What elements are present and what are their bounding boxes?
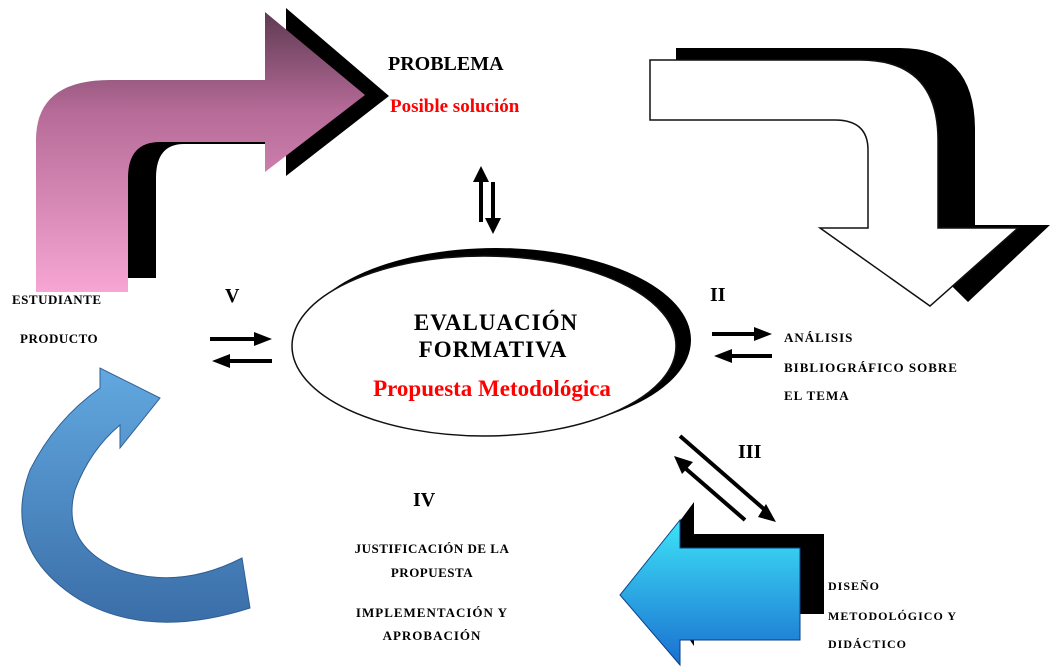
stage-v-text-line2: PRODUCTO [20, 331, 98, 346]
diseno-text-line1: DISEÑO [828, 579, 880, 593]
stage-v-numeral: V [225, 285, 240, 307]
stage-ii-text-line3: EL TEMA [784, 388, 850, 403]
center-title-line1: EVALUACIÓN [414, 309, 578, 335]
stage-ii-numeral: II [710, 284, 726, 306]
white-curved-arrow [649, 48, 1050, 307]
stage-iv-numeral: IV [413, 489, 436, 511]
posible-solucion-subtitle: Posible solución [390, 96, 520, 117]
stage-iv-text-line3: IMPLEMENTACIÓN Y [356, 605, 508, 620]
stage-iii-numeral: III [738, 441, 762, 463]
diseno-text-line3: DIDÁCTICO [828, 637, 907, 651]
stage-iv-text-line2: PROPUESTA [391, 565, 473, 580]
stage-ii-text-line2: BIBLIOGRÁFICO SOBRE [784, 360, 958, 375]
diagonal-double-arrow [674, 434, 776, 522]
stage-iv-text-line1: JUSTIFICACIÓN DE LA [355, 541, 510, 556]
left-double-arrow [210, 332, 272, 368]
stage-v-text-line1: ESTUDIANTE [12, 292, 102, 307]
center-subtitle: Propuesta Metodológica [373, 376, 611, 401]
stage-ii-text-line1: ANÁLISIS [784, 330, 853, 345]
center-title-line2: FORMATIVA [419, 337, 568, 362]
blue-curved-arrow [21, 367, 251, 623]
stage-iv-text-line4: APROBACIÓN [383, 628, 482, 643]
cyan-left-arrow [619, 502, 824, 667]
problema-title: PROBLEMA [388, 53, 504, 75]
center-ellipse [291, 248, 691, 437]
diseno-text-line2: METODOLÓGICO Y [828, 609, 957, 623]
pink-curved-arrow [36, 8, 389, 292]
right-double-arrow [712, 327, 772, 363]
top-double-arrow [473, 166, 501, 234]
